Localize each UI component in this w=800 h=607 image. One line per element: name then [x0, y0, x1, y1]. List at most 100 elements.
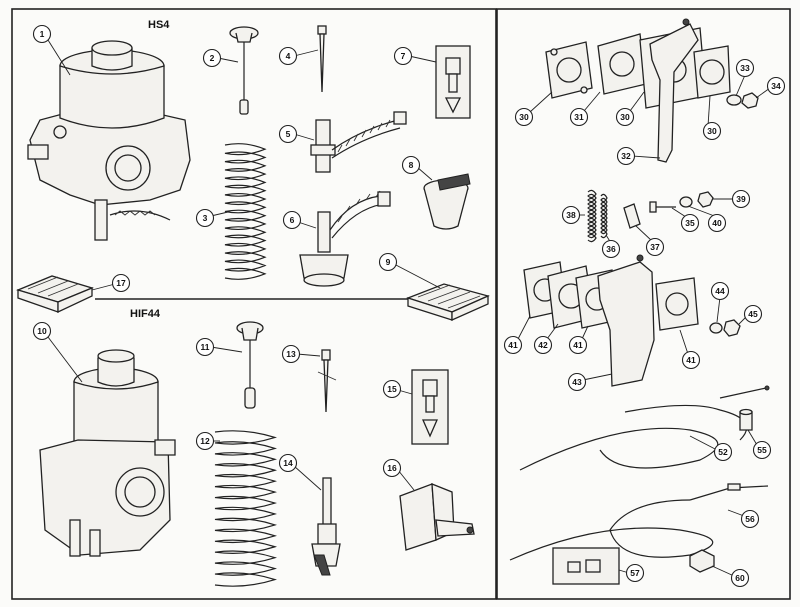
callout-circle	[569, 107, 589, 127]
bolt-washer-nut	[649, 191, 714, 213]
cable-retaining-clip	[689, 549, 715, 573]
callout-13-12: 13	[281, 344, 301, 364]
hif44-heading: HIF44	[130, 308, 161, 320]
hs4-carburettor	[27, 40, 191, 241]
callout-circle	[731, 189, 751, 209]
throttle-cable-bracket	[649, 18, 699, 163]
callout-circle	[601, 239, 621, 259]
callout-circle	[278, 124, 298, 144]
callout-number: 39	[736, 194, 746, 204]
callout-37-26: 37	[645, 237, 665, 257]
callout-number: 11	[201, 342, 210, 352]
callout-30-17: 30	[514, 107, 534, 127]
callout-42-31: 42	[533, 335, 553, 355]
washer-and-nut-lower	[709, 319, 741, 337]
callout-number: 30	[620, 112, 630, 122]
callout-circle	[282, 210, 302, 230]
callout-circle	[278, 453, 298, 473]
choke-cable	[509, 483, 769, 561]
callout-number: 13	[286, 349, 296, 359]
callout-circle	[32, 24, 52, 44]
callout-circle	[766, 76, 786, 96]
callout-number: 42	[538, 340, 548, 350]
callout-circle	[195, 431, 215, 451]
callout-number: 31	[574, 112, 584, 122]
throttle-cable	[519, 385, 770, 471]
callout-number: 40	[712, 218, 722, 228]
callout-5-4: 5	[278, 124, 298, 144]
callout-9-8: 9	[378, 252, 398, 272]
callout-33-22: 33	[735, 58, 755, 78]
callout-number: 34	[771, 81, 781, 91]
callout-39-28: 39	[731, 189, 751, 209]
callout-17-16: 17	[111, 273, 131, 293]
callout-circle	[735, 58, 755, 78]
callout-number: 17	[116, 278, 126, 288]
callout-circle	[713, 442, 733, 462]
callout-circle	[743, 304, 763, 324]
callout-circle	[278, 46, 298, 66]
callout-circle	[616, 146, 636, 166]
callout-16-15: 16	[382, 458, 402, 478]
hif44-jet-needle	[317, 349, 337, 413]
callout-circle	[195, 208, 215, 228]
callout-circle	[710, 281, 730, 301]
callout-number: 57	[630, 568, 640, 578]
callout-30-19: 30	[615, 107, 635, 127]
callout-35-24: 35	[680, 213, 700, 233]
callout-2-1: 2	[202, 48, 222, 68]
callout-number: 30	[707, 126, 717, 136]
callout-3-2: 3	[195, 208, 215, 228]
heat-shield	[597, 254, 655, 387]
callout-number: 2	[210, 53, 215, 63]
callout-circle	[730, 568, 750, 588]
callout-number: 41	[508, 340, 518, 350]
callout-41-30: 41	[503, 335, 523, 355]
cable-trunnion-box	[552, 547, 620, 585]
callout-7-6: 7	[393, 46, 413, 66]
hs4-heading: HS4	[148, 19, 170, 31]
gasket-pack-9	[406, 283, 490, 322]
callout-number: 52	[718, 447, 728, 457]
callout-number: 38	[566, 210, 576, 220]
callout-40-29: 40	[707, 213, 727, 233]
callout-circle	[561, 205, 581, 225]
callout-38-27: 38	[561, 205, 581, 225]
callout-circle	[533, 335, 553, 355]
callout-number: 33	[740, 63, 750, 73]
callout-number: 55	[757, 445, 767, 455]
callout-number: 32	[621, 151, 631, 161]
callout-36-25: 36	[601, 239, 621, 259]
callout-number: 41	[686, 355, 696, 365]
callout-57-40: 57	[625, 563, 645, 583]
callout-6-5: 6	[282, 210, 302, 230]
callout-circle	[378, 252, 398, 272]
hif44-jet	[311, 477, 341, 576]
cable-sleeve	[739, 408, 753, 431]
callout-circle	[195, 337, 215, 357]
callout-12-11: 12	[195, 431, 215, 451]
callout-41-33: 41	[681, 350, 701, 370]
callout-circle	[382, 379, 402, 399]
callout-number: 4	[286, 51, 291, 61]
callout-number: 30	[519, 112, 529, 122]
callout-circle	[568, 335, 588, 355]
callout-32-21: 32	[616, 146, 636, 166]
callout-circle	[567, 372, 587, 392]
callout-number: 5	[286, 129, 291, 139]
callout-41-32: 41	[568, 335, 588, 355]
callout-44-35: 44	[710, 281, 730, 301]
jet-assembly	[310, 111, 407, 173]
callout-number: 43	[572, 377, 582, 387]
callout-60-41: 60	[730, 568, 750, 588]
callout-number: 36	[606, 244, 616, 254]
callout-number: 45	[748, 309, 758, 319]
cable-clip	[623, 203, 641, 229]
callout-number: 6	[290, 215, 295, 225]
callout-45-36: 45	[743, 304, 763, 324]
piston-spring	[224, 143, 267, 280]
callout-55-38: 55	[752, 440, 772, 460]
callout-circle	[111, 273, 131, 293]
